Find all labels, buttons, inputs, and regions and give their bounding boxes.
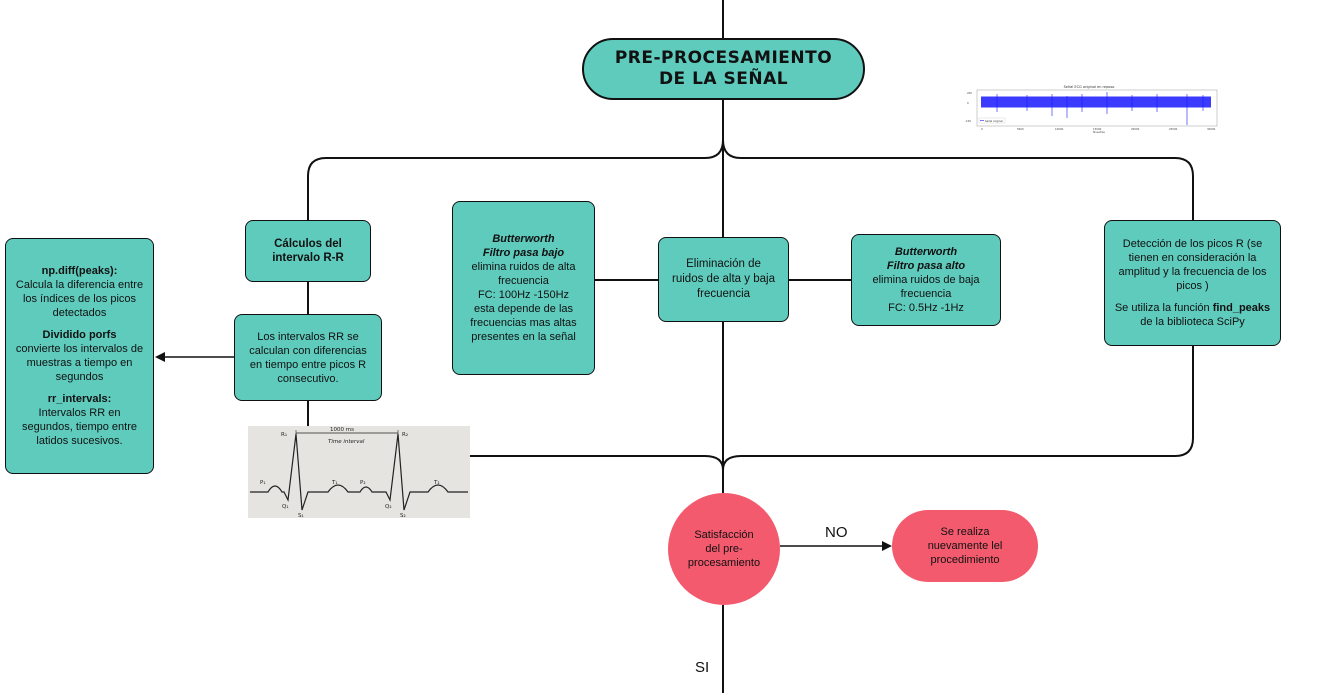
center-line-1: Eliminación de xyxy=(686,258,761,270)
code-head-3: rr_intervals: xyxy=(47,393,112,405)
lowpass-name-1: Butterworth xyxy=(492,233,555,245)
svg-text:T₁: T₁ xyxy=(331,480,338,486)
lowpass-line-5: frecuencias mas altas xyxy=(470,317,577,329)
svg-text:-100: -100 xyxy=(965,119,971,123)
peaks-line-3: amplitud y la frecuencia de los xyxy=(1118,266,1267,278)
lowpass-line-1: elimina ruidos de alta xyxy=(471,261,576,273)
noise-removal-box: Eliminación de ruidos de alta y baja fre… xyxy=(658,237,789,322)
raw-signal-thumbnail: Señal ECG original en reposo Señal origi… xyxy=(957,82,1221,134)
svg-text:S₁: S₁ xyxy=(298,513,304,518)
center-line-3: frecuencia xyxy=(696,288,751,300)
svg-text:S₂: S₂ xyxy=(400,513,406,518)
rr-calc-line-1: Cálculos del xyxy=(274,238,342,250)
si-label: SI xyxy=(695,659,710,676)
peaks-fn-name: find_peaks xyxy=(1212,302,1271,314)
peaks-fn-prefix: Se utiliza la función xyxy=(1114,302,1210,314)
ecg-caption: Time interval xyxy=(328,439,365,445)
rr-desc-1: Los intervalos RR se xyxy=(257,330,359,343)
ecg-r1: R₁ xyxy=(281,432,287,438)
svg-text:Señal ECG original en reposo: Señal ECG original en reposo xyxy=(1064,85,1115,89)
svg-text:25000: 25000 xyxy=(1169,127,1178,131)
code-head-1: np.diff(peaks): xyxy=(41,265,118,277)
lowpass-filter-box: Butterworth Filtro pasa bajo elimina rui… xyxy=(452,201,595,375)
peaks-line-5: Se utiliza la función find_peaks xyxy=(1115,301,1270,315)
rr-desc-3: en tiempo entre picos R xyxy=(249,358,367,371)
svg-text:T₂: T₂ xyxy=(433,480,440,486)
svg-text:20000: 20000 xyxy=(1131,127,1140,131)
code-head-2: Dividido porfs xyxy=(42,329,117,341)
code-text-1b: los índices de los picos xyxy=(22,293,137,305)
peaks-line-6: de la biblioteca SciPy xyxy=(1140,316,1245,328)
svg-text:5000: 5000 xyxy=(1017,127,1024,131)
lowpass-line-6: presentes en la señal xyxy=(471,331,576,343)
svg-text:0: 0 xyxy=(981,127,983,131)
svg-text:30000: 30000 xyxy=(1207,127,1216,131)
svg-text:Q₂: Q₂ xyxy=(385,504,392,510)
decision-line-3: procesamiento xyxy=(687,557,761,569)
code-text-2c: segundos xyxy=(55,371,104,383)
retry-line-3: procedimiento xyxy=(930,554,1000,566)
title-line-1: PRE-PROCESAMIENTO xyxy=(614,48,833,68)
ecg-interval-label: 1000 ms xyxy=(330,427,354,433)
svg-text:200: 200 xyxy=(967,91,972,95)
lowpass-line-2: frecuencia xyxy=(498,275,549,287)
code-text-2a: convierte los intervalos de xyxy=(15,343,144,355)
code-text-3a: Intervalos RR en xyxy=(38,407,121,419)
rr-desc-2: calculan con diferencias xyxy=(249,344,367,357)
code-explanation-box: np.diff(peaks): Calcula la diferencia en… xyxy=(5,238,154,474)
peaks-line-2: tienen en consideración la xyxy=(1128,252,1257,264)
svg-text:0: 0 xyxy=(967,101,969,105)
rr-desc-4: consecutivo. xyxy=(277,372,339,385)
center-line-2: ruidos de alta y baja xyxy=(672,273,775,285)
peaks-line-1: Detección de los picos R (se xyxy=(1122,238,1263,250)
no-label: NO xyxy=(825,524,848,541)
rr-calc-line-2: intervalo R-R xyxy=(272,252,344,264)
svg-text:Señal original: Señal original xyxy=(985,119,1003,123)
svg-text:15000: 15000 xyxy=(1093,127,1102,131)
retry-line-1: Se realiza xyxy=(940,526,990,538)
lowpass-line-3: FC: 100Hz -150Hz xyxy=(477,289,570,301)
lowpass-name-2: Filtro pasa bajo xyxy=(482,247,565,259)
title-line-2: DE LA SEÑAL xyxy=(658,69,789,89)
ecg-r2: R₂ xyxy=(402,432,408,438)
code-text-3b: segundos, tiempo entre xyxy=(22,421,137,433)
svg-text:P₁: P₁ xyxy=(260,480,266,486)
code-text-2b: muestras a tiempo en xyxy=(26,357,133,369)
retry-line-2: nuevamente lel xyxy=(927,540,1003,552)
peaks-line-4: picos ) xyxy=(1176,280,1209,292)
highpass-line-1: elimina ruidos de baja xyxy=(872,274,980,286)
peak-detection-box: Detección de los picos R (se tienen en c… xyxy=(1104,220,1281,346)
svg-text:Q₁: Q₁ xyxy=(282,504,289,510)
decision-line-2: del pre- xyxy=(705,543,743,555)
highpass-line-2: frecuencia xyxy=(900,288,952,300)
decision-line-1: Satisfacción xyxy=(694,529,754,541)
rr-calculation-box: Cálculos del intervalo R-R xyxy=(245,220,371,282)
highpass-name-1: Butterworth xyxy=(894,246,958,258)
svg-text:Muestras: Muestras xyxy=(1093,130,1106,134)
highpass-filter-box: Butterworth Filtro pasa alto elimina rui… xyxy=(851,234,1001,326)
svg-text:10000: 10000 xyxy=(1055,127,1064,131)
ecg-rr-interval-image: 1000 ms Time interval R₁ R₂ P₁ T₁ P₂ T₂ Q₁… xyxy=(248,426,470,519)
decision-circle: Satisfacción del pre- procesamiento xyxy=(668,493,780,605)
highpass-line-3: FC: 0.5Hz -1Hz xyxy=(888,302,964,314)
lowpass-line-4: esta depende de las xyxy=(473,303,574,315)
rr-description-box: Los intervalos RR se calculan con difere… xyxy=(234,314,382,401)
code-text-1c: detectados xyxy=(52,307,107,319)
code-text-3c: latidos sucesivos. xyxy=(36,435,123,447)
highpass-name-2: Filtro pasa alto xyxy=(886,260,966,272)
svg-text:P₂: P₂ xyxy=(360,480,366,486)
code-text-1a: Calcula la diferencia entre xyxy=(15,279,144,291)
title-pill: PRE-PROCESAMIENTO DE LA SEÑAL xyxy=(582,38,865,100)
retry-pill: Se realiza nuevamente lel procedimiento xyxy=(892,510,1038,582)
